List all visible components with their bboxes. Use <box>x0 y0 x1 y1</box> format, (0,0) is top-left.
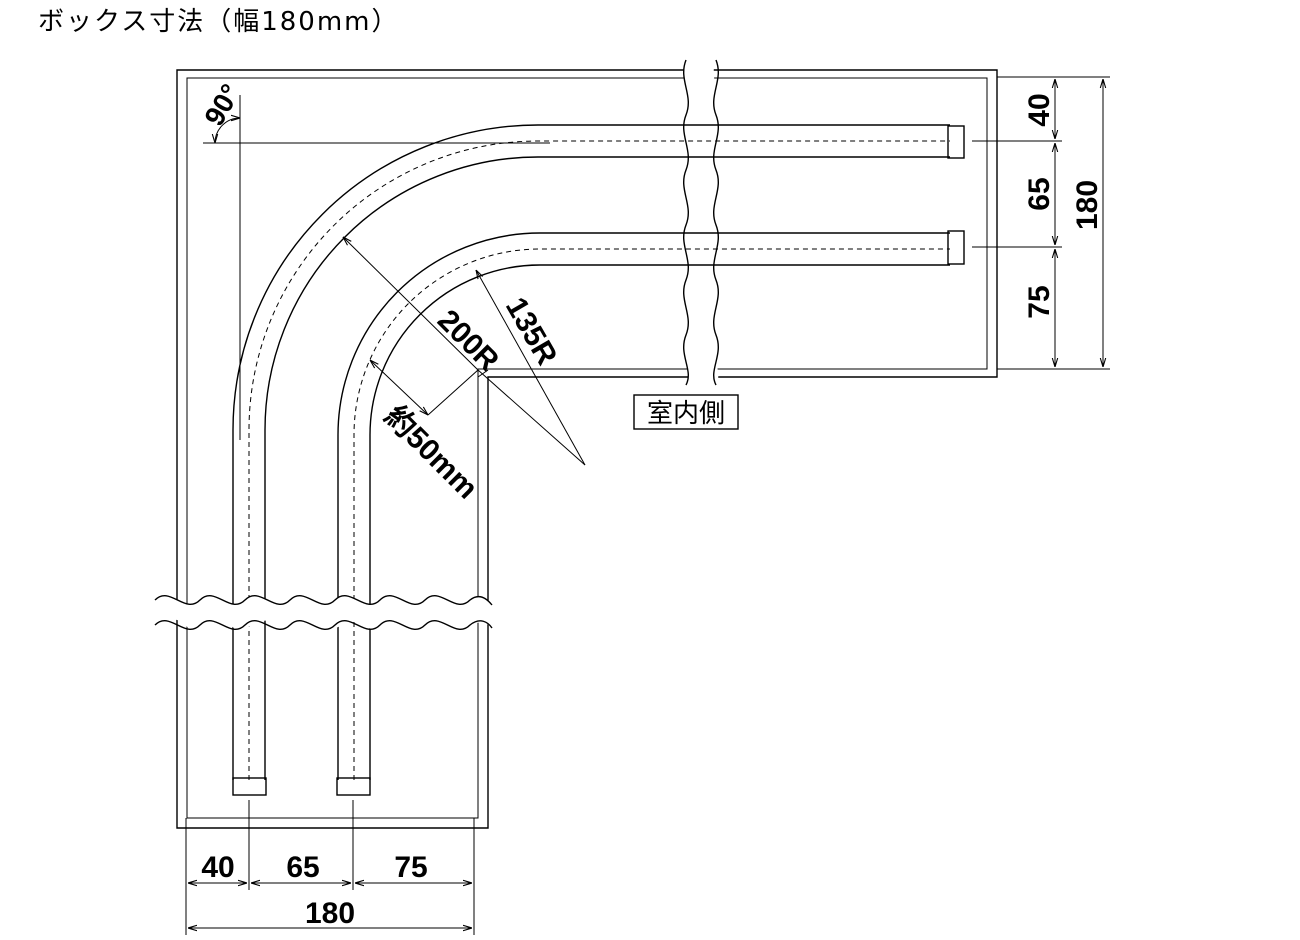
bottom-dim-75: 75 <box>394 851 427 884</box>
radius-inner-label: 135R <box>499 292 564 371</box>
box-outline <box>176 69 998 829</box>
right-dim-40: 40 <box>1023 93 1056 126</box>
pipe-outer-end-cap-bottom <box>232 777 267 796</box>
right-dim-65: 65 <box>1023 177 1056 210</box>
bottom-dim-40: 40 <box>201 851 234 884</box>
pipe-outer-end-cap-right <box>947 125 965 159</box>
vertical-break-mark <box>154 594 493 631</box>
angle-indicator: 90° <box>198 79 550 440</box>
radius-dimensions: 200R 135R <box>343 237 586 466</box>
pipe-inner <box>336 230 965 796</box>
pipe-outer <box>232 124 965 796</box>
radius-outer-label: 200R <box>431 304 505 378</box>
bottom-dim-65: 65 <box>286 851 319 884</box>
bottom-dim-180: 180 <box>305 897 355 930</box>
angle-label: 90° <box>198 79 246 131</box>
indoor-label-box: 室内側 <box>633 394 739 430</box>
right-dimensions: 40 65 75 180 <box>972 76 1110 370</box>
drawing-title: ボックス寸法（幅180mm） <box>38 7 400 37</box>
gap-dimension: 約50mm <box>370 360 484 505</box>
gap-label: 約50mm <box>378 400 484 506</box>
bottom-dimensions: 40 65 75 180 <box>185 800 475 935</box>
pipe-inner-end-cap-right <box>947 230 965 265</box>
horizontal-break-mark <box>682 59 720 386</box>
indoor-label: 室内側 <box>647 398 725 428</box>
right-dim-180: 180 <box>1071 180 1104 230</box>
right-dim-75: 75 <box>1023 285 1056 318</box>
pipe-inner-end-cap-bottom <box>336 777 371 796</box>
